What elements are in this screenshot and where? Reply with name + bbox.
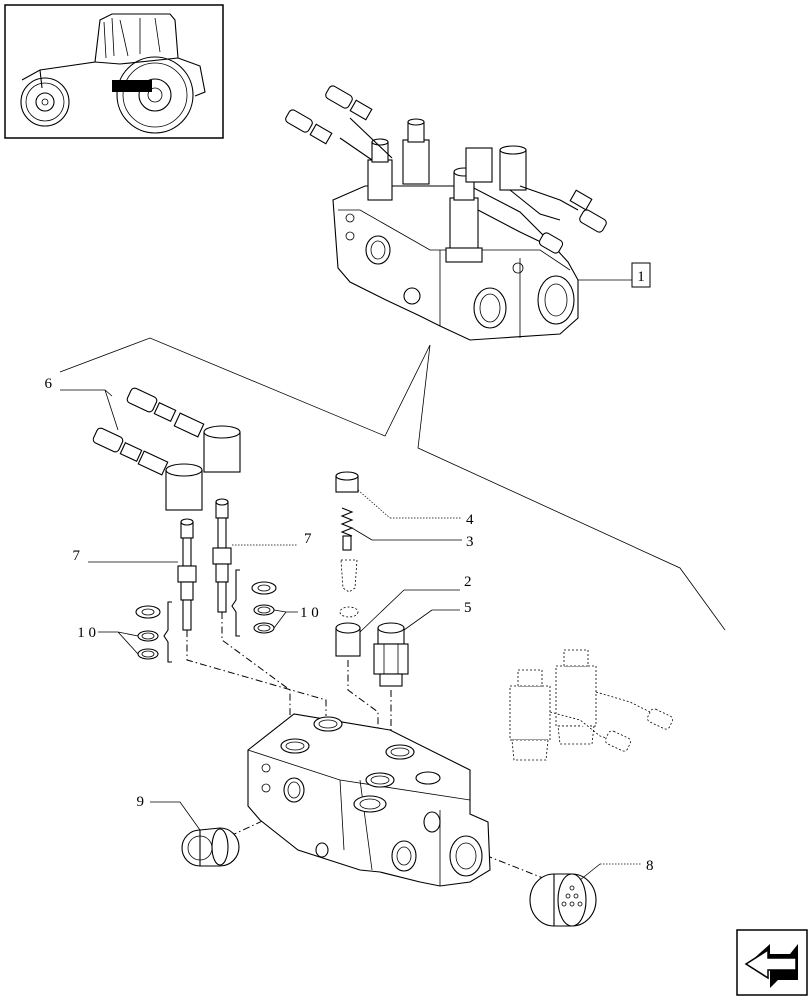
callout-8: 8: [646, 858, 654, 874]
plug-2[interactable]: [335, 622, 361, 657]
ghost-solenoid-assembly: [509, 649, 673, 761]
callout-10-left: 1 0: [77, 625, 96, 641]
tractor-thumbnail-icon[interactable]: [4, 4, 224, 139]
callout-3: 3: [466, 534, 474, 550]
callout-10-right: 1 0: [300, 605, 319, 621]
spring-3[interactable]: [340, 507, 354, 551]
callout-5: 5: [464, 600, 472, 616]
callout-6: 6: [45, 376, 53, 392]
valve-assembly-1[interactable]: [284, 84, 608, 341]
connector-plug-1b: [325, 85, 353, 109]
fitting-5[interactable]: [373, 622, 409, 687]
connector-8[interactable]: [529, 873, 597, 927]
connector-wire-6[interactable]: [92, 387, 241, 511]
seal-kit-10-right[interactable]: [251, 581, 277, 634]
cap-4[interactable]: [335, 471, 359, 493]
valve-spool-7-right[interactable]: [212, 498, 232, 613]
callout-2: 2: [464, 574, 472, 590]
arrow-left-nav-icon[interactable]: [736, 929, 808, 996]
cartridge-1b: [402, 118, 430, 185]
solenoid-1d: [465, 145, 527, 191]
seal-kit-10-left[interactable]: [135, 605, 161, 660]
valve-spool-7-left[interactable]: [177, 518, 197, 631]
callout-9: 9: [137, 794, 145, 810]
valve-body[interactable]: [247, 713, 491, 887]
callout-4: 4: [466, 512, 474, 528]
plug-9[interactable]: [181, 827, 240, 867]
callout-7-right: 7: [304, 531, 312, 547]
connector-plug-1a: [285, 109, 313, 133]
cartridge-1a: [367, 138, 393, 201]
callout-1: 1: [637, 269, 645, 285]
callout-7-left: 7: [73, 548, 81, 564]
